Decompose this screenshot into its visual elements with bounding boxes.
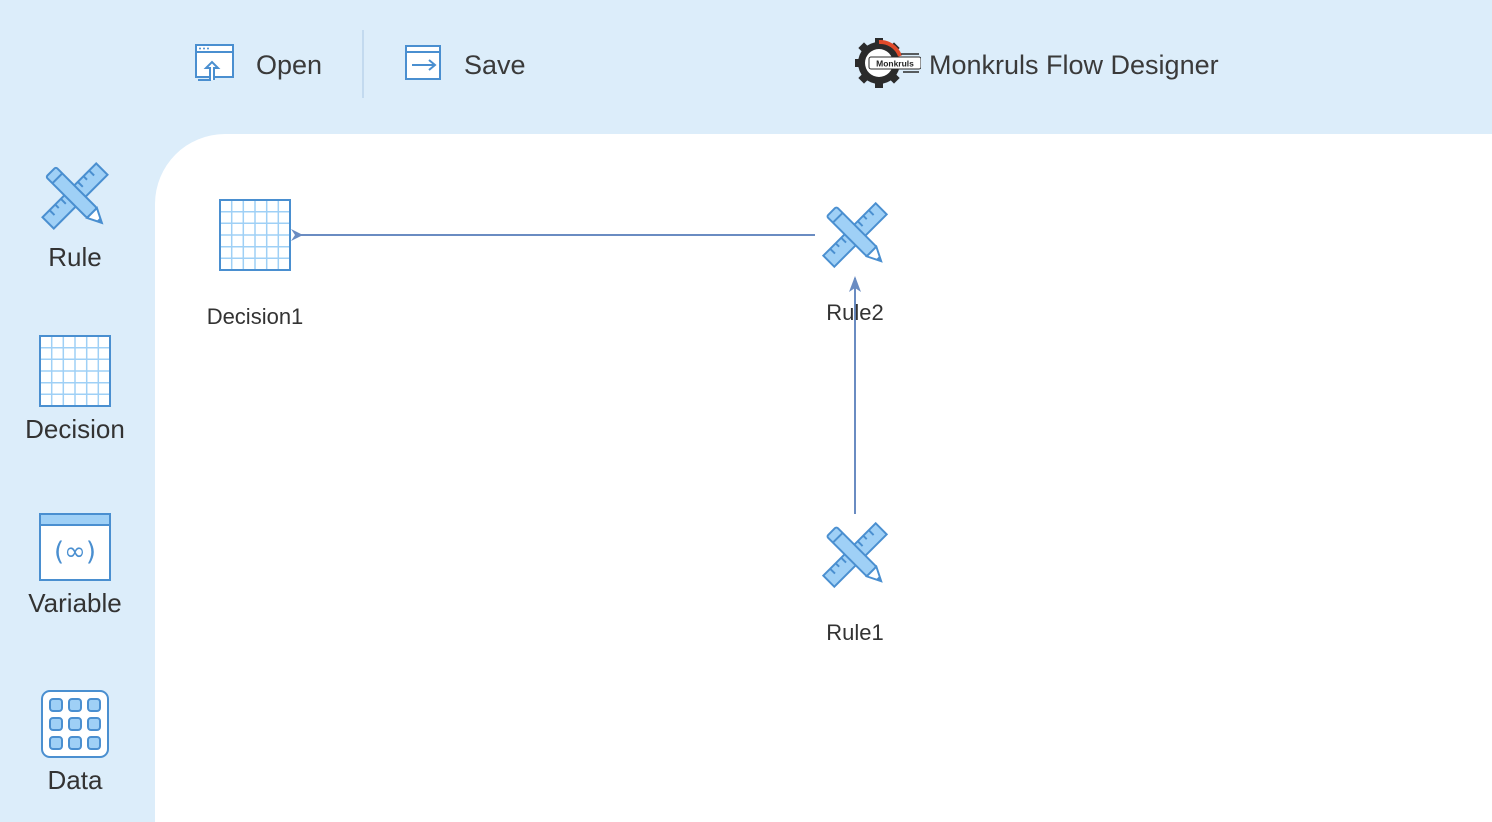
- edge-layer: [291, 229, 861, 514]
- palette-label-variable: Variable: [28, 588, 122, 618]
- palette-item-data[interactable]: Data: [0, 689, 150, 796]
- node-label-rule1: Rule1: [826, 620, 884, 645]
- edge-rule1-rule2-arrowhead: [849, 276, 861, 292]
- monkruls-logo: Monkruls: [855, 36, 922, 95]
- toolbar-divider: [362, 30, 364, 98]
- app-brand: Monkruls Monkruls Flow Designer: [855, 36, 1219, 95]
- decision-table-icon: [39, 335, 111, 407]
- variable-glyph: (∞): [54, 537, 96, 567]
- node-rule2[interactable]: Rule2: [800, 196, 910, 326]
- data-grid-icon: [41, 690, 109, 758]
- palette-item-variable[interactable]: (∞) Variable: [0, 512, 150, 619]
- palette-item-rule[interactable]: Rule: [0, 156, 150, 273]
- open-button[interactable]: Open: [194, 40, 322, 90]
- palette-label-decision: Decision: [25, 414, 125, 444]
- logo-text: Monkruls: [876, 58, 914, 68]
- node-label-rule2: Rule2: [826, 300, 884, 325]
- save-button[interactable]: Save: [404, 40, 526, 90]
- palette-label-data: Data: [47, 765, 103, 795]
- open-label: Open: [256, 49, 323, 80]
- app-title: Monkruls Flow Designer: [929, 49, 1219, 80]
- save-icon: [404, 43, 444, 88]
- toolbar: Open Save: [0, 0, 1492, 134]
- node-decision1[interactable]: Decision1: [200, 198, 310, 330]
- palette-item-decision[interactable]: Decision: [0, 334, 150, 445]
- node-label-decision1: Decision1: [206, 304, 304, 329]
- decision-table-icon: [219, 199, 291, 271]
- open-icon: [194, 42, 236, 89]
- palette-label-rule: Rule: [48, 242, 102, 272]
- variable-icon: (∞): [39, 513, 111, 581]
- save-label: Save: [464, 49, 526, 80]
- rule-icon: [821, 521, 889, 589]
- flow-canvas[interactable]: Decision1 Rule2: [155, 134, 1492, 822]
- rule-icon: [41, 162, 109, 230]
- node-palette: Rule Decision (∞) Variable: [0, 134, 155, 822]
- rule-icon: [821, 201, 889, 269]
- node-rule1[interactable]: Rule1: [800, 516, 910, 646]
